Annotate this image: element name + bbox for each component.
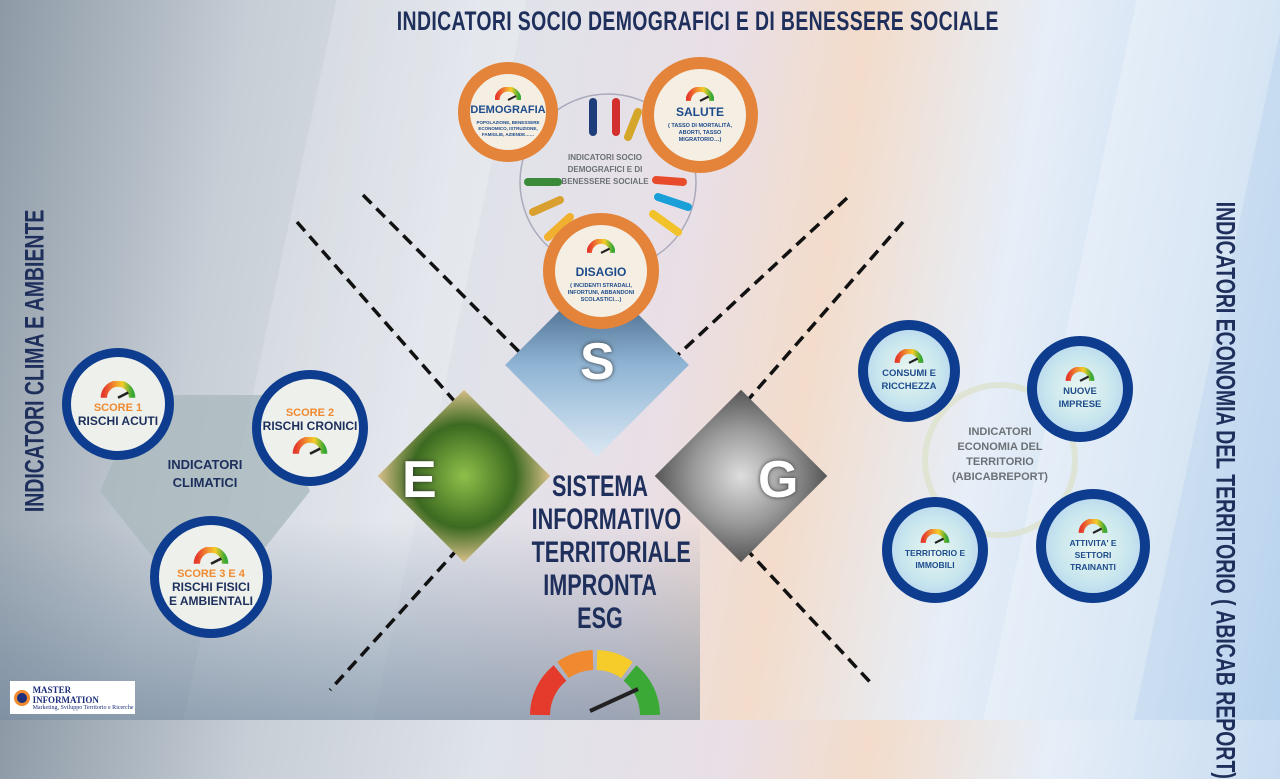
- territorio-label: TERRITORIO E IMMOBILI: [904, 548, 966, 570]
- s-letter: S: [580, 333, 615, 391]
- economy-cycle-ring: [922, 382, 1078, 538]
- gauge-icon: [100, 380, 136, 399]
- gauge-icon: [1078, 519, 1108, 534]
- economy-center-label: INDICATORI ECONOMIA DEL TERRITORIO (ABIC…: [952, 426, 1048, 483]
- gauge-icon: [495, 86, 521, 101]
- center-title: SISTEMA INFORMATIVO TERRITORIALE IMPRONT…: [531, 470, 691, 635]
- salute-circle[interactable]: SALUTE ( TASSO DI MORTALITÀ, ABORTI, TAS…: [642, 57, 758, 173]
- score-1: SCORE 1: [93, 401, 143, 414]
- salute-desc: ( TASSO DI MORTALITÀ, ABORTI, TASSO MIGR…: [668, 122, 732, 143]
- nuove-imprese-label: NUOVE IMPRESE: [1058, 386, 1102, 410]
- logo-tagline: Marketing, Sviluppo Territorio e Ricerch…: [32, 704, 134, 711]
- gauge-icon: [686, 86, 714, 102]
- gauge-icon: [894, 349, 924, 364]
- score-2: SCORE 2: [285, 406, 335, 419]
- score-3-4: SCORE 3 E 4: [177, 567, 245, 580]
- master-information-logo: MASTER INFORMATION Marketing, Sviluppo T…: [10, 681, 135, 714]
- attivita-label: ATTIVITA' E SETTORI TRAINANTI: [1069, 538, 1117, 572]
- g-letter: G: [758, 451, 799, 509]
- consumi-label: CONSUMI E RICCHEZZA: [881, 368, 937, 392]
- score-1-circle[interactable]: SCORE 1 RISCHI ACUTI: [62, 348, 174, 460]
- consumi-circle[interactable]: CONSUMI E RICCHEZZA: [858, 320, 960, 422]
- e-letter: E: [402, 451, 437, 509]
- score-1-label: RISCHI ACUTI: [77, 413, 159, 428]
- territorio-circle[interactable]: TERRITORIO E IMMOBILI: [882, 497, 988, 603]
- gauge-icon: [920, 529, 950, 544]
- logo-name: MASTER INFORMATION: [32, 684, 99, 705]
- logo-mark-icon: [14, 689, 30, 706]
- climate-center-label: INDICATORI CLIMATICI: [167, 457, 243, 490]
- demografia-circle[interactable]: DEMOGRAFIA POPOLAZIONE, BENESSERE ECONOM…: [458, 62, 558, 162]
- gauge-icon: [193, 546, 229, 565]
- salute-title: SALUTE: [676, 104, 724, 119]
- score-2-label: RISCHI CRONICI: [262, 418, 358, 433]
- demografia-desc: POPOLAZIONE, BENESSERE ECONOMICO, ISTRUZ…: [476, 119, 540, 137]
- score-3-4-circle[interactable]: SCORE 3 E 4 RISCHI FISICI E AMBIENTALI: [150, 516, 272, 638]
- nuove-imprese-circle[interactable]: NUOVE IMPRESE: [1027, 336, 1133, 442]
- social-center-label: INDICATORI SOCIO DEMOGRAFICI E DI BENESS…: [561, 153, 649, 186]
- disagio-title: DISAGIO: [575, 264, 627, 279]
- esg-gauge-icon: [530, 650, 660, 716]
- demografia-title: DEMOGRAFIA: [470, 103, 546, 116]
- people-ring: [519, 93, 697, 271]
- disagio-circle[interactable]: DISAGIO ( INCIDENTI STRADALI, INFORTUNI,…: [543, 213, 659, 329]
- disagio-desc: ( INCIDENTI STRADALI, INFORTUNI, ABBANDO…: [567, 282, 635, 303]
- gauge-icon: [1065, 367, 1095, 382]
- gauge-icon: [292, 436, 328, 455]
- score-3-4-label: RISCHI FISICI E AMBIENTALI: [169, 579, 253, 608]
- attivita-circle[interactable]: ATTIVITA' E SETTORI TRAINANTI: [1036, 489, 1150, 603]
- gauge-icon: [587, 238, 615, 254]
- score-2-circle[interactable]: SCORE 2 RISCHI CRONICI: [252, 370, 368, 486]
